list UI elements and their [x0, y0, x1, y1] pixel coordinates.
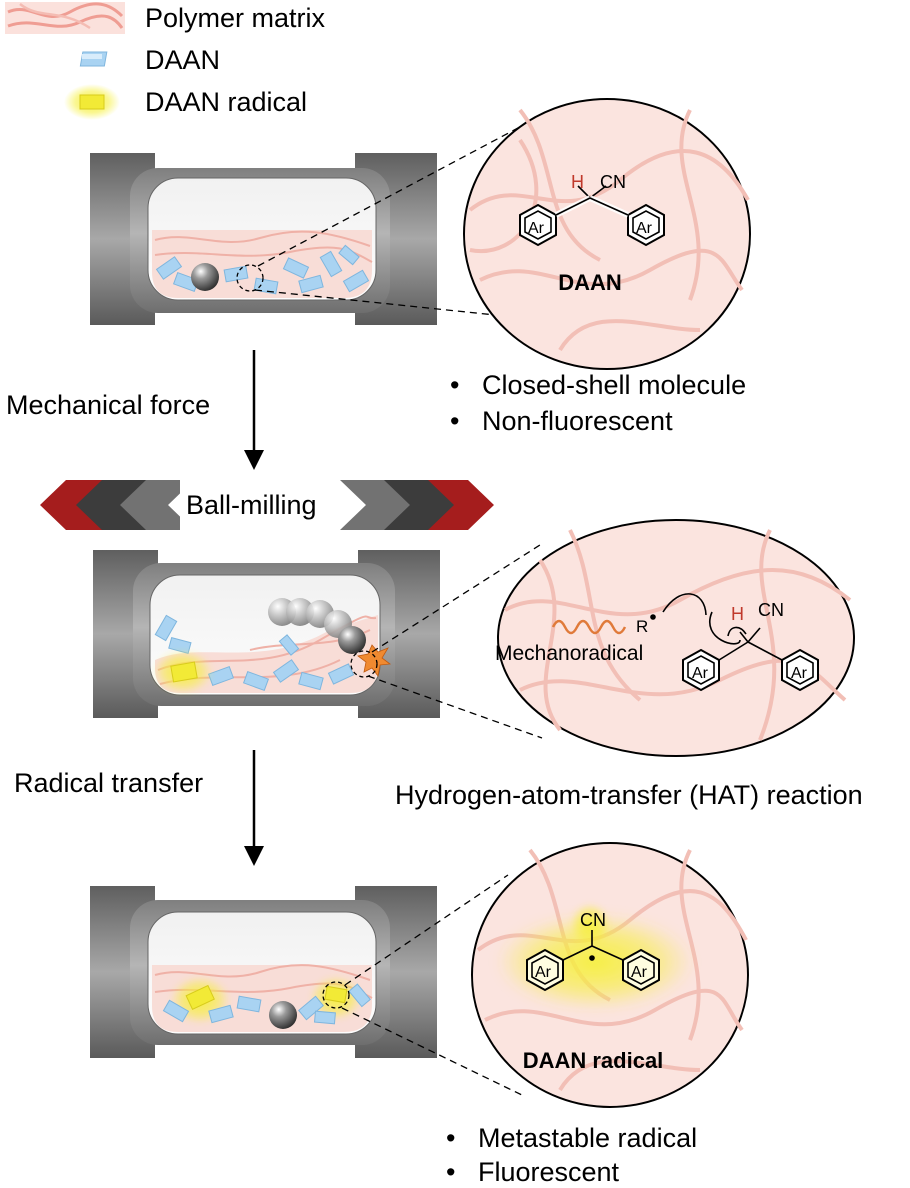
step-ball-milling: Ball-milling: [186, 490, 317, 520]
zoom-marker: [322, 981, 350, 1009]
milling-ball: [191, 263, 219, 291]
milling-jar-1: [90, 153, 437, 325]
legend-daan-swatch: [79, 51, 108, 67]
legend-polymer-swatch: [5, 2, 125, 34]
step-mechanical-force: Mechanical force: [6, 390, 211, 420]
radical-bullet-2: • Fluorescent: [446, 1157, 619, 1188]
zoom-circle-daan: H CN Ar Ar DAAN: [463, 98, 751, 370]
bullet-text: Closed-shell molecule: [481, 370, 747, 400]
zoom-circle-daan-radical: CN Ar Ar DAAN radical: [471, 842, 749, 1108]
cyano-label: CN: [758, 600, 784, 620]
cyano-label: CN: [600, 172, 626, 192]
daan-bullet-1: • Closed-shell molecule: [450, 370, 746, 401]
ball-milling-chevrons: [40, 480, 494, 530]
impact-burst-icon: [357, 644, 392, 677]
bullet-icon: •: [450, 406, 460, 436]
polymer-chain-icon: [551, 619, 627, 635]
zoom-marker: [350, 650, 378, 678]
hat-reaction-caption: Hydrogen-atom-transfer (HAT) reaction: [395, 780, 863, 810]
bullet-text: Non-fluorescent: [481, 406, 673, 436]
bullet-text: Metastable radical: [477, 1123, 698, 1153]
legend-polymer-label: Polymer matrix: [145, 3, 326, 33]
milling-ball: [338, 626, 366, 654]
aryl-label-2: Ar: [636, 220, 653, 237]
legend-daan-label: DAAN: [145, 45, 221, 75]
aryl-label-1: Ar: [692, 665, 709, 682]
milling-jar-2: [93, 550, 440, 718]
daan-radical-label: DAAN radical: [523, 1048, 664, 1073]
arrow-mechanical-force: [244, 350, 264, 470]
daan-label: DAAN: [558, 270, 622, 295]
cyano-label: CN: [580, 910, 606, 930]
bullet-icon: •: [446, 1157, 456, 1187]
hydrogen-label: H: [731, 604, 744, 624]
radical-bullet-1: • Metastable radical: [446, 1123, 697, 1154]
mechanoradical-label: Mechanoradical: [495, 642, 643, 665]
aryl-label-2: Ar: [791, 665, 808, 682]
daan-bullet-2: • Non-fluorescent: [450, 406, 673, 437]
legend-radical-label: DAAN radical: [145, 87, 308, 117]
bullet-icon: •: [450, 370, 460, 400]
milling-ball: [269, 1001, 297, 1029]
zoom-marker: [236, 264, 264, 292]
hydrogen-label: H: [571, 172, 584, 192]
radical-dot: [650, 614, 656, 620]
aryl-label-1: Ar: [528, 220, 545, 237]
aryl-label-1: Ar: [535, 964, 552, 981]
aryl-label-2: Ar: [631, 964, 648, 981]
milling-jar-3: [90, 886, 437, 1058]
zoom-circle-hat: R Mechanoradical H CN Ar Ar: [495, 519, 855, 757]
legend-radical-swatch: [64, 84, 120, 120]
bullet-icon: •: [446, 1123, 456, 1153]
legend: [5, 2, 125, 120]
r-label: R: [636, 617, 648, 636]
bullet-text: Fluorescent: [477, 1157, 620, 1187]
arrow-radical-transfer: [244, 750, 264, 866]
radical-dot: [589, 955, 595, 961]
step-radical-transfer: Radical transfer: [14, 768, 204, 798]
